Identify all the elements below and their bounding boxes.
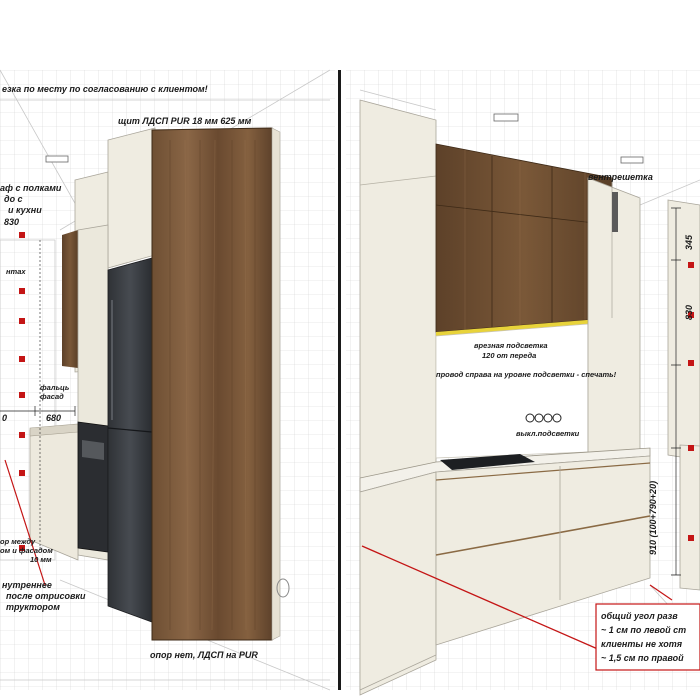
dim-830: 830 xyxy=(684,304,694,320)
top-note: езка по месту по согласованию с клиентом… xyxy=(2,84,208,94)
red-markers xyxy=(4,232,46,586)
corner-note-4: ~ 1,5 см по правой xyxy=(601,653,684,663)
cooktop xyxy=(440,454,535,470)
corner-note-box xyxy=(595,603,700,671)
gap-note-1: ор между xyxy=(0,537,36,546)
chamfer-note-1: фальць xyxy=(40,383,70,392)
corner-note-3: клиенты не хотя xyxy=(601,639,683,649)
inner-note-2: после отрисовки xyxy=(6,591,86,601)
switch-note: выкл.подсветки xyxy=(516,429,580,438)
fridge xyxy=(107,257,153,623)
inner-note-1: нутреннее xyxy=(2,580,52,590)
cabinet-note-2: до с xyxy=(4,194,23,204)
inner-note-3: труктором xyxy=(6,602,60,612)
right-panel xyxy=(346,70,700,696)
left-panel xyxy=(0,69,335,691)
gap-note-3: 10 мм xyxy=(30,555,52,564)
ceiling-lamp-icon xyxy=(493,113,519,122)
ceiling-lamp-icon xyxy=(45,155,69,163)
dim-0: 0 xyxy=(2,413,8,423)
light-note-1: врезная подсветка xyxy=(474,341,548,350)
shield-note: щит ЛДСП PUR 18 мм 625 мм xyxy=(118,116,252,126)
corner-note-2: ~ 1 см по левой ст xyxy=(601,625,687,635)
gap-note-2: ом и фасадом xyxy=(0,546,53,555)
ceiling-lamp-icon xyxy=(620,156,644,164)
wire-note: провод справа на уровне подсветки - спеч… xyxy=(436,370,617,379)
cabinet-note-1: аф с полками xyxy=(0,183,62,193)
dim-345: 345 xyxy=(684,234,694,250)
bottom-note: опор нет, ЛДСП на PUR xyxy=(150,650,258,660)
chamfer-note-2: фасад xyxy=(40,392,64,401)
panel-divider xyxy=(338,70,341,690)
light-switch-icon xyxy=(525,413,562,423)
dim-680: 680 xyxy=(46,413,62,423)
cabinet-note-3: и кухни xyxy=(8,205,42,215)
corner-note-1: общий угол разв xyxy=(601,611,678,621)
vent-grille-icon xyxy=(612,192,618,232)
dim-910: 910 (100+790+20) xyxy=(648,480,658,555)
antresol-note: нтах xyxy=(6,267,26,276)
vent-label: вентрешетка xyxy=(588,172,653,182)
light-note-2: 120 от переда xyxy=(482,351,537,360)
cabinet-note-4: 830 xyxy=(4,217,20,227)
lower-cabinets xyxy=(435,455,651,646)
